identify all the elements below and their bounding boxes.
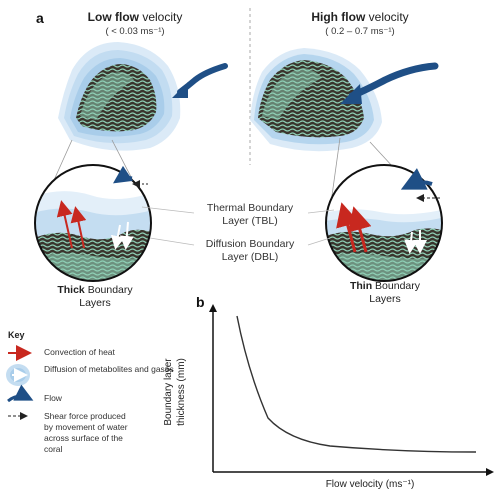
thick-layer-inset [34, 164, 152, 282]
low-flow-bold: Low flow [87, 10, 139, 24]
low-flow-arrow [172, 63, 228, 98]
dbl-label-line2: Layer (DBL) [221, 251, 279, 263]
key-item-diffusion: Diffusion of metabolites and gases [44, 364, 174, 374]
high-flow-arrow [340, 62, 439, 104]
thick-bold: Thick [57, 284, 85, 296]
thick-line2: Layers [79, 297, 111, 309]
boundary-layer-curve [236, 315, 477, 453]
tbl-pointer-right [307, 209, 335, 214]
thick-rest: Boundary [84, 284, 133, 296]
y-axis-label-line1: Boundary layer [163, 358, 174, 426]
thin-bold: Thin [349, 280, 373, 292]
y-axis-label-line2: thickness (mm) [176, 358, 187, 426]
low-flow-coral [58, 42, 181, 151]
tbl-label-line1: Thermal Boundary [206, 202, 294, 214]
low-flow-rest: velocity [138, 10, 183, 24]
key-item-convection: Convection of heat [44, 347, 115, 357]
flow-arrow-icon [7, 384, 34, 403]
panel-a-letter: a [36, 10, 44, 26]
thin-caption: Thin Boundary Layers [320, 280, 450, 306]
high-flow-bold: High flow [311, 10, 366, 24]
chart-axes [209, 304, 494, 476]
high-flow-range: ( 0.2 – 0.7 ms⁻¹) [325, 26, 395, 37]
thin-rest: Boundary [372, 280, 421, 292]
low-flow-range: ( < 0.03 ms⁻¹) [105, 26, 165, 37]
key-item-flow: Flow [44, 393, 62, 403]
dbl-pointer-left [149, 237, 195, 246]
dbl-label-line1: Diffusion Boundary [205, 238, 295, 250]
high-flow-rest: velocity [365, 10, 409, 24]
key-title: Key [8, 330, 25, 340]
y-axis-label: Boundary layer thickness (mm) [162, 322, 188, 462]
thin-line2: Layers [369, 293, 401, 305]
tbl-label-line2: Layer (TBL) [222, 215, 278, 227]
tbl-pointer-left [141, 206, 195, 214]
diffusion-arrow-icon [6, 364, 30, 386]
high-flow-heading: High flow velocity [265, 10, 455, 24]
key-item-shear: Shear force produced by movement of wate… [44, 411, 128, 454]
low-flow-heading: Low flow velocity [40, 10, 230, 24]
dbl-label: Diffusion Boundary Layer (DBL) [190, 238, 310, 264]
panel-b-letter: b [196, 294, 205, 310]
thick-caption: Thick Boundary Layers [30, 284, 160, 310]
x-axis-label: Flow velocity (ms⁻¹) [325, 479, 415, 490]
high-flow-coral [250, 48, 382, 152]
dbl-pointer-right [307, 237, 331, 246]
tbl-label: Thermal Boundary Layer (TBL) [190, 202, 310, 228]
